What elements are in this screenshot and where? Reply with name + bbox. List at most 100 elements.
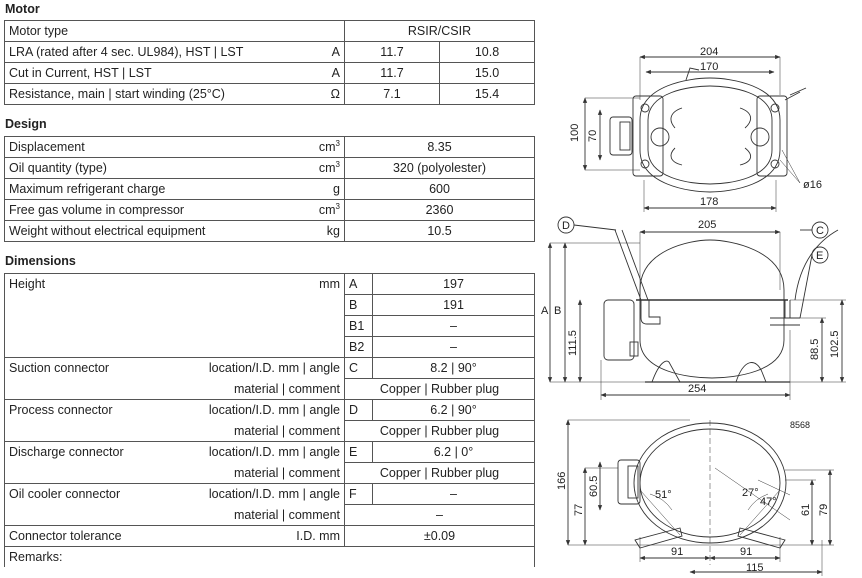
table-row: Motor type RSIR/CSIR — [4, 20, 535, 42]
height-key: B2 — [344, 336, 373, 358]
top-view-drawing — [582, 54, 807, 212]
mat-label: material | comment — [233, 423, 340, 438]
dim-88-5: 88.5 — [809, 339, 821, 360]
height-key: B1 — [344, 315, 373, 337]
tolerance-value: ±0.09 — [344, 525, 535, 547]
dim-111-5: 111.5 — [567, 330, 579, 356]
tolerance-unit: I.D. mm — [296, 529, 340, 543]
row-unit: cm3 — [318, 159, 340, 175]
angle-27: 27° — [742, 487, 759, 499]
row-label: Maximum refrigerant charge — [9, 182, 166, 196]
row-label: LRA (rated after 4 sec. UL984), HST | LS… — [9, 45, 244, 59]
table-row: material | comment – — [4, 504, 535, 526]
height-label: Height — [9, 277, 46, 291]
dim-70: 70 — [587, 130, 599, 142]
dim-91-left: 91 — [671, 546, 683, 558]
loc-label: location/I.D. mm | angle — [208, 445, 340, 460]
row-unit: g — [333, 182, 340, 196]
remarks-label: Remarks: — [9, 550, 63, 564]
table-row: B1 – — [5, 315, 535, 337]
dimensions-section-title: Dimensions — [5, 254, 76, 268]
height-value: 197 — [372, 273, 535, 295]
row-label: Free gas volume in compressor — [9, 203, 185, 217]
connector-label: Discharge connector — [9, 445, 124, 460]
hst-value: 7.1 — [344, 83, 440, 105]
dimensions-table: Height mm A 197 B 191 B1 – B2 – Suction … — [4, 273, 535, 567]
design-section-title: Design — [5, 117, 47, 131]
connector-label: Process connector — [9, 403, 113, 418]
connector-mat: Copper | Rubber plug — [344, 420, 535, 442]
dim-170: 170 — [700, 61, 718, 73]
table-row: LRA (rated after 4 sec. UL984), HST | LS… — [4, 41, 535, 63]
dim-91-right: 91 — [740, 546, 752, 558]
callout-d: D — [562, 220, 570, 232]
dim-hole: ø16 — [803, 179, 822, 191]
mat-label: material | comment — [233, 507, 340, 522]
angle-51: 51° — [655, 489, 672, 501]
dim-60-5: 60.5 — [588, 476, 600, 497]
dim-77: 77 — [573, 504, 585, 516]
table-row: Resistance, main | start winding (25°C) Ω… — [4, 83, 535, 105]
dim-102-5: 102.5 — [829, 330, 841, 358]
loc-label: location/I.D. mm | angle — [208, 487, 340, 502]
connector-label: Suction connector — [9, 361, 110, 376]
label-a: A — [541, 305, 549, 317]
row-label: Weight without electrical equipment — [9, 224, 206, 238]
row-unit: cm3 — [318, 201, 340, 217]
side-view-labels: 205 A B 111.5 88.5 102.5 254 D C E — [541, 219, 841, 395]
dim-178: 178 — [700, 196, 718, 208]
lst-value: 15.0 — [439, 62, 535, 84]
connector-label: Oil cooler connector — [9, 487, 121, 502]
mat-label: material | comment — [233, 465, 340, 480]
table-row: Connector tolerance I.D. mm ±0.09 — [4, 525, 535, 547]
height-unit: mm — [319, 277, 340, 291]
dim-79: 79 — [818, 504, 830, 516]
row-unit: kg — [326, 224, 340, 238]
table-row: material | comment Copper | Rubber plug — [4, 420, 535, 442]
lst-value: 15.4 — [439, 83, 535, 105]
row-unit: Ω — [330, 87, 340, 101]
motor-section-title: Motor — [5, 2, 40, 16]
mat-label: material | comment — [233, 381, 340, 396]
table-row: Discharge connector location/I.D. mm | an… — [4, 441, 535, 463]
table-row: Process connector location/I.D. mm | angl… — [4, 399, 535, 421]
callout-e: E — [816, 250, 823, 262]
loc-label: location/I.D. mm | angle — [208, 403, 340, 418]
table-row: Height mm A 197 — [4, 273, 535, 358]
bottom-view-drawing — [565, 419, 834, 576]
motor-table: Motor type RSIR/CSIR LRA (rated after 4 … — [4, 20, 535, 105]
bottom-view-labels: 8568 166 60.5 77 51° 27° 47° 61 79 91 91… — [556, 420, 830, 574]
row-unit: A — [331, 45, 340, 59]
table-row: Weight without electrical equipment kg 10… — [4, 220, 535, 242]
dim-254: 254 — [688, 383, 706, 395]
row-unit: A — [331, 66, 340, 80]
top-view-labels: 204 170 100 70 178 ø16 — [569, 46, 822, 208]
dim-166: 166 — [556, 472, 568, 490]
side-view-drawing — [547, 216, 846, 400]
label-b: B — [554, 305, 561, 317]
tolerance-label: Connector tolerance — [9, 529, 122, 543]
dim-204: 204 — [700, 46, 718, 58]
dim-205: 205 — [698, 219, 716, 231]
row-value: 10.5 — [344, 220, 535, 242]
table-row: B2 – — [5, 336, 535, 358]
angle-47: 47° — [760, 496, 777, 508]
row-label: Oil quantity (type) — [9, 161, 107, 175]
callout-c: C — [816, 225, 824, 237]
drawing-code: 8568 — [790, 420, 810, 430]
table-row: Oil cooler connector location/I.D. mm | a… — [4, 483, 535, 505]
table-row: Suction connector location/I.D. mm | angl… — [4, 357, 535, 379]
table-row: Remarks: — [4, 546, 535, 567]
row-unit: cm3 — [318, 138, 340, 154]
row-label: Cut in Current, HST | LST — [9, 66, 152, 80]
motor-type-value: RSIR/CSIR — [344, 20, 535, 42]
row-label: Resistance, main | start winding (25°C) — [9, 87, 225, 101]
loc-label: location/I.D. mm | angle — [208, 361, 340, 376]
dim-115: 115 — [746, 562, 764, 574]
dim-100: 100 — [569, 124, 581, 142]
dim-61: 61 — [800, 504, 812, 516]
row-label: Displacement — [9, 140, 85, 154]
